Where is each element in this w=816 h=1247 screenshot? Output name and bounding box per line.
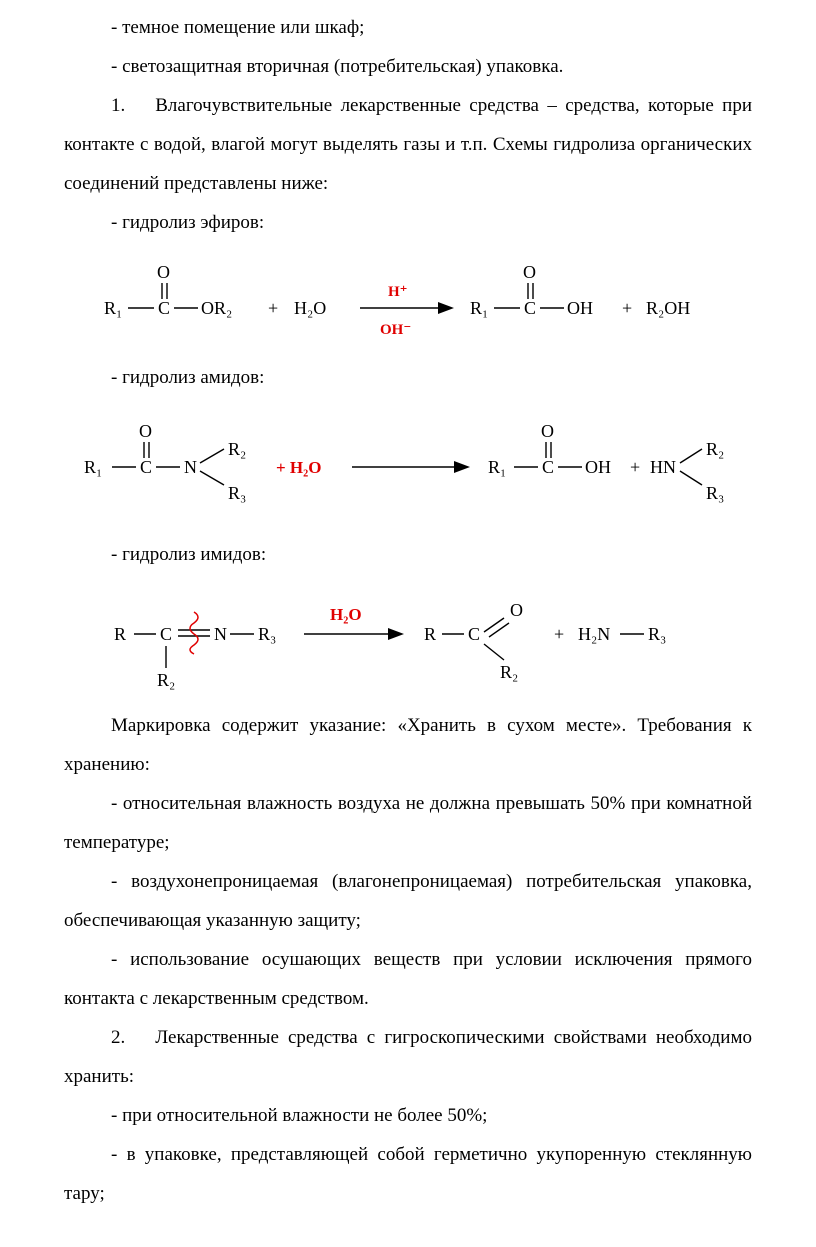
paragraph-amide-title: - гидролиз амидов: [111, 367, 265, 388]
reagent-water: H₂O [330, 605, 362, 624]
atom-label-oh: OH [585, 457, 611, 477]
atom-label-oh: OH [567, 298, 593, 318]
atom-label-r1: R₁ [104, 298, 122, 318]
atom-label-r1: R₁ [84, 457, 102, 477]
paragraph-light-protect: - светозащитная вторичная (потребительск… [111, 56, 564, 77]
arrow-head [388, 628, 404, 640]
scheme-ester-hydrolysis: R₁ O C OR₂ + H₂O H⁺ OH⁻ R₁ O C OH + R₂OH [64, 252, 752, 348]
atom-label-r1-product: R₁ [488, 457, 506, 477]
paragraph-ester-title: - гидролиз эфиров: [111, 212, 265, 233]
reagent-plus-water: + H₂O [276, 458, 321, 477]
paragraph-text: Лекарственные средства с гигроскопически… [64, 1027, 752, 1087]
catalyst-h-plus: H⁺ [388, 284, 408, 300]
paragraph-imide-title: - гидролиз имидов: [111, 544, 267, 565]
atom-label-r2: R₂ [228, 439, 246, 459]
bonds [128, 283, 564, 314]
scheme-amide-hydrolysis: R₁ O C N R₂ R₃ + H₂O R₁ O C OH + HN R₂ R… [64, 407, 752, 525]
list-number: 1. [111, 95, 126, 116]
scheme-ester-svg: R₁ O C OR₂ + H₂O H⁺ OH⁻ R₁ O C OH + R₂OH [104, 262, 690, 338]
atom-label-r2oh: R₂OH [646, 298, 690, 318]
atom-label-c-product: C [468, 624, 480, 644]
atom-label-r3-product: R₃ [706, 483, 724, 503]
paragraph-humidity-50: - при относительной влажности не более 5… [111, 1105, 488, 1126]
plus-sign: + [268, 298, 278, 318]
bonds [134, 617, 644, 668]
atom-label-c: C [158, 298, 170, 318]
atom-label-c-product: C [524, 298, 536, 318]
atom-label-r2-product: R₂ [706, 439, 724, 459]
atom-label-r-product: R [424, 624, 436, 644]
paragraph-numbered-2: 2.Лекарственные средства с гигроскопичес… [64, 1018, 752, 1096]
atom-label-o-product: O [541, 421, 554, 441]
atom-label-r2: R₂ [157, 670, 175, 690]
atom-label-o: O [157, 262, 170, 282]
paragraph-humidity-limit: - относительная влажность воздуха не дол… [64, 793, 752, 853]
paragraph-airtight-packaging: - воздухонепроницаемая (влагонепроницаем… [64, 871, 752, 931]
plus-sign: + [630, 457, 640, 477]
paragraph-desiccants: - использование осушающих веществ при ус… [64, 949, 752, 1009]
scheme-amide-svg: R₁ O C N R₂ R₃ + H₂O R₁ O C OH + HN R₂ R… [84, 421, 724, 503]
atom-label-o: O [139, 421, 152, 441]
atom-label-r3: R₃ [258, 624, 276, 644]
atom-label-r3-product: R₃ [648, 624, 666, 644]
plus-sign: + [622, 298, 632, 318]
atom-label-n: N [214, 624, 227, 644]
paragraph-numbered-1: 1.Влагочувствительные лекарственные сред… [64, 86, 752, 203]
atom-label-o-product: O [523, 262, 536, 282]
scheme-imide-hydrolysis: R C N R₃ R₂ H₂O R C O R₂ + H₂N R₃ [64, 584, 752, 696]
paragraph-dark-place: - темное помещение или шкаф; [111, 17, 365, 38]
atom-label-r1-product: R₁ [470, 298, 488, 318]
atom-label-n: N [184, 457, 197, 477]
atom-label-c: C [140, 457, 152, 477]
atom-label-r: R [114, 624, 126, 644]
atom-label-r2-product: R₂ [500, 662, 518, 682]
atom-label-c-product: C [542, 457, 554, 477]
cleavage-squiggle [189, 611, 199, 655]
arrow-head [438, 302, 454, 314]
arrow-head [454, 461, 470, 473]
catalyst-oh-minus: OH⁻ [380, 322, 411, 338]
scheme-imide-svg: R C N R₃ R₂ H₂O R C O R₂ + H₂N R₃ [114, 600, 666, 690]
atom-label-h2n: H₂N [578, 624, 610, 644]
water-label: H₂O [294, 298, 326, 318]
paragraph-marking: Маркировка содержит указание: «Хранить в… [64, 715, 752, 775]
atom-label-or2: OR₂ [201, 298, 232, 318]
atom-label-r3: R₃ [228, 483, 246, 503]
paragraph-text: Влагочувствительные лекарственные средст… [64, 95, 752, 194]
atom-label-o-product: O [510, 600, 523, 620]
list-number: 2. [111, 1027, 126, 1048]
atom-label-c: C [160, 624, 172, 644]
plus-sign: + [554, 624, 564, 644]
atom-label-hn: HN [650, 457, 676, 477]
paragraph-glass-container: - в упаковке, представляющей собой герме… [64, 1144, 752, 1204]
bonds [112, 442, 703, 486]
